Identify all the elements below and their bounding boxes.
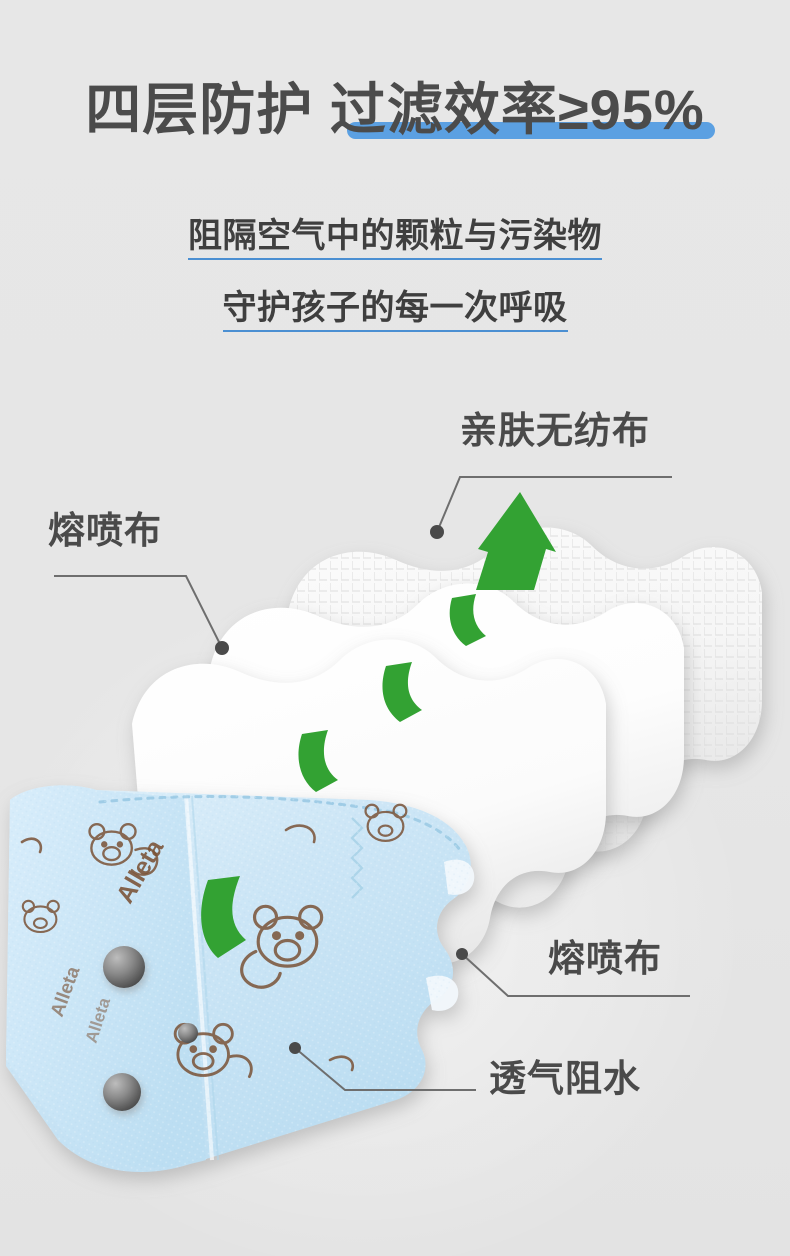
layer-mask-printed: Alleta Alleta Alleta <box>6 785 475 1172</box>
subtitle-line-1: 阻隔空气中的颗粒与污染物 <box>188 216 602 260</box>
title-part-one: 四层防护 <box>85 78 330 141</box>
callout-anchor-dots <box>215 525 468 1054</box>
callout-leader-lines <box>54 476 690 1091</box>
subtitle-line-2-wrap: 守护孩子的每一次呼吸 <box>0 288 790 332</box>
callout-label-breathable-waterproof: 透气阻水 <box>489 1058 641 1099</box>
subtitle-line-1-wrap: 阻隔空气中的颗粒与污染物 <box>0 216 790 260</box>
particle-dot-small <box>178 1023 198 1043</box>
callout-label-meltblown-lower: 熔喷布 <box>548 938 662 979</box>
bear-print-motifs <box>20 803 408 1079</box>
subtitle-line-2: 守护孩子的每一次呼吸 <box>222 288 568 332</box>
title-highlight-bar <box>347 122 716 139</box>
particle-dot-large <box>103 946 145 988</box>
particle-dots <box>103 946 198 1111</box>
callout-label-skin-friendly-nonwoven: 亲肤无纺布 <box>460 410 650 451</box>
page-title: 四层防护 过滤效率≥95% <box>85 78 716 141</box>
callout-label-meltblown-upper: 熔喷布 <box>48 510 162 551</box>
header: 四层防护 过滤效率≥95% <box>0 0 790 140</box>
airflow-arrow-icon <box>201 492 556 958</box>
title-part-two: 过滤效率≥95% <box>329 78 705 141</box>
particle-dot-medium <box>103 1073 141 1111</box>
